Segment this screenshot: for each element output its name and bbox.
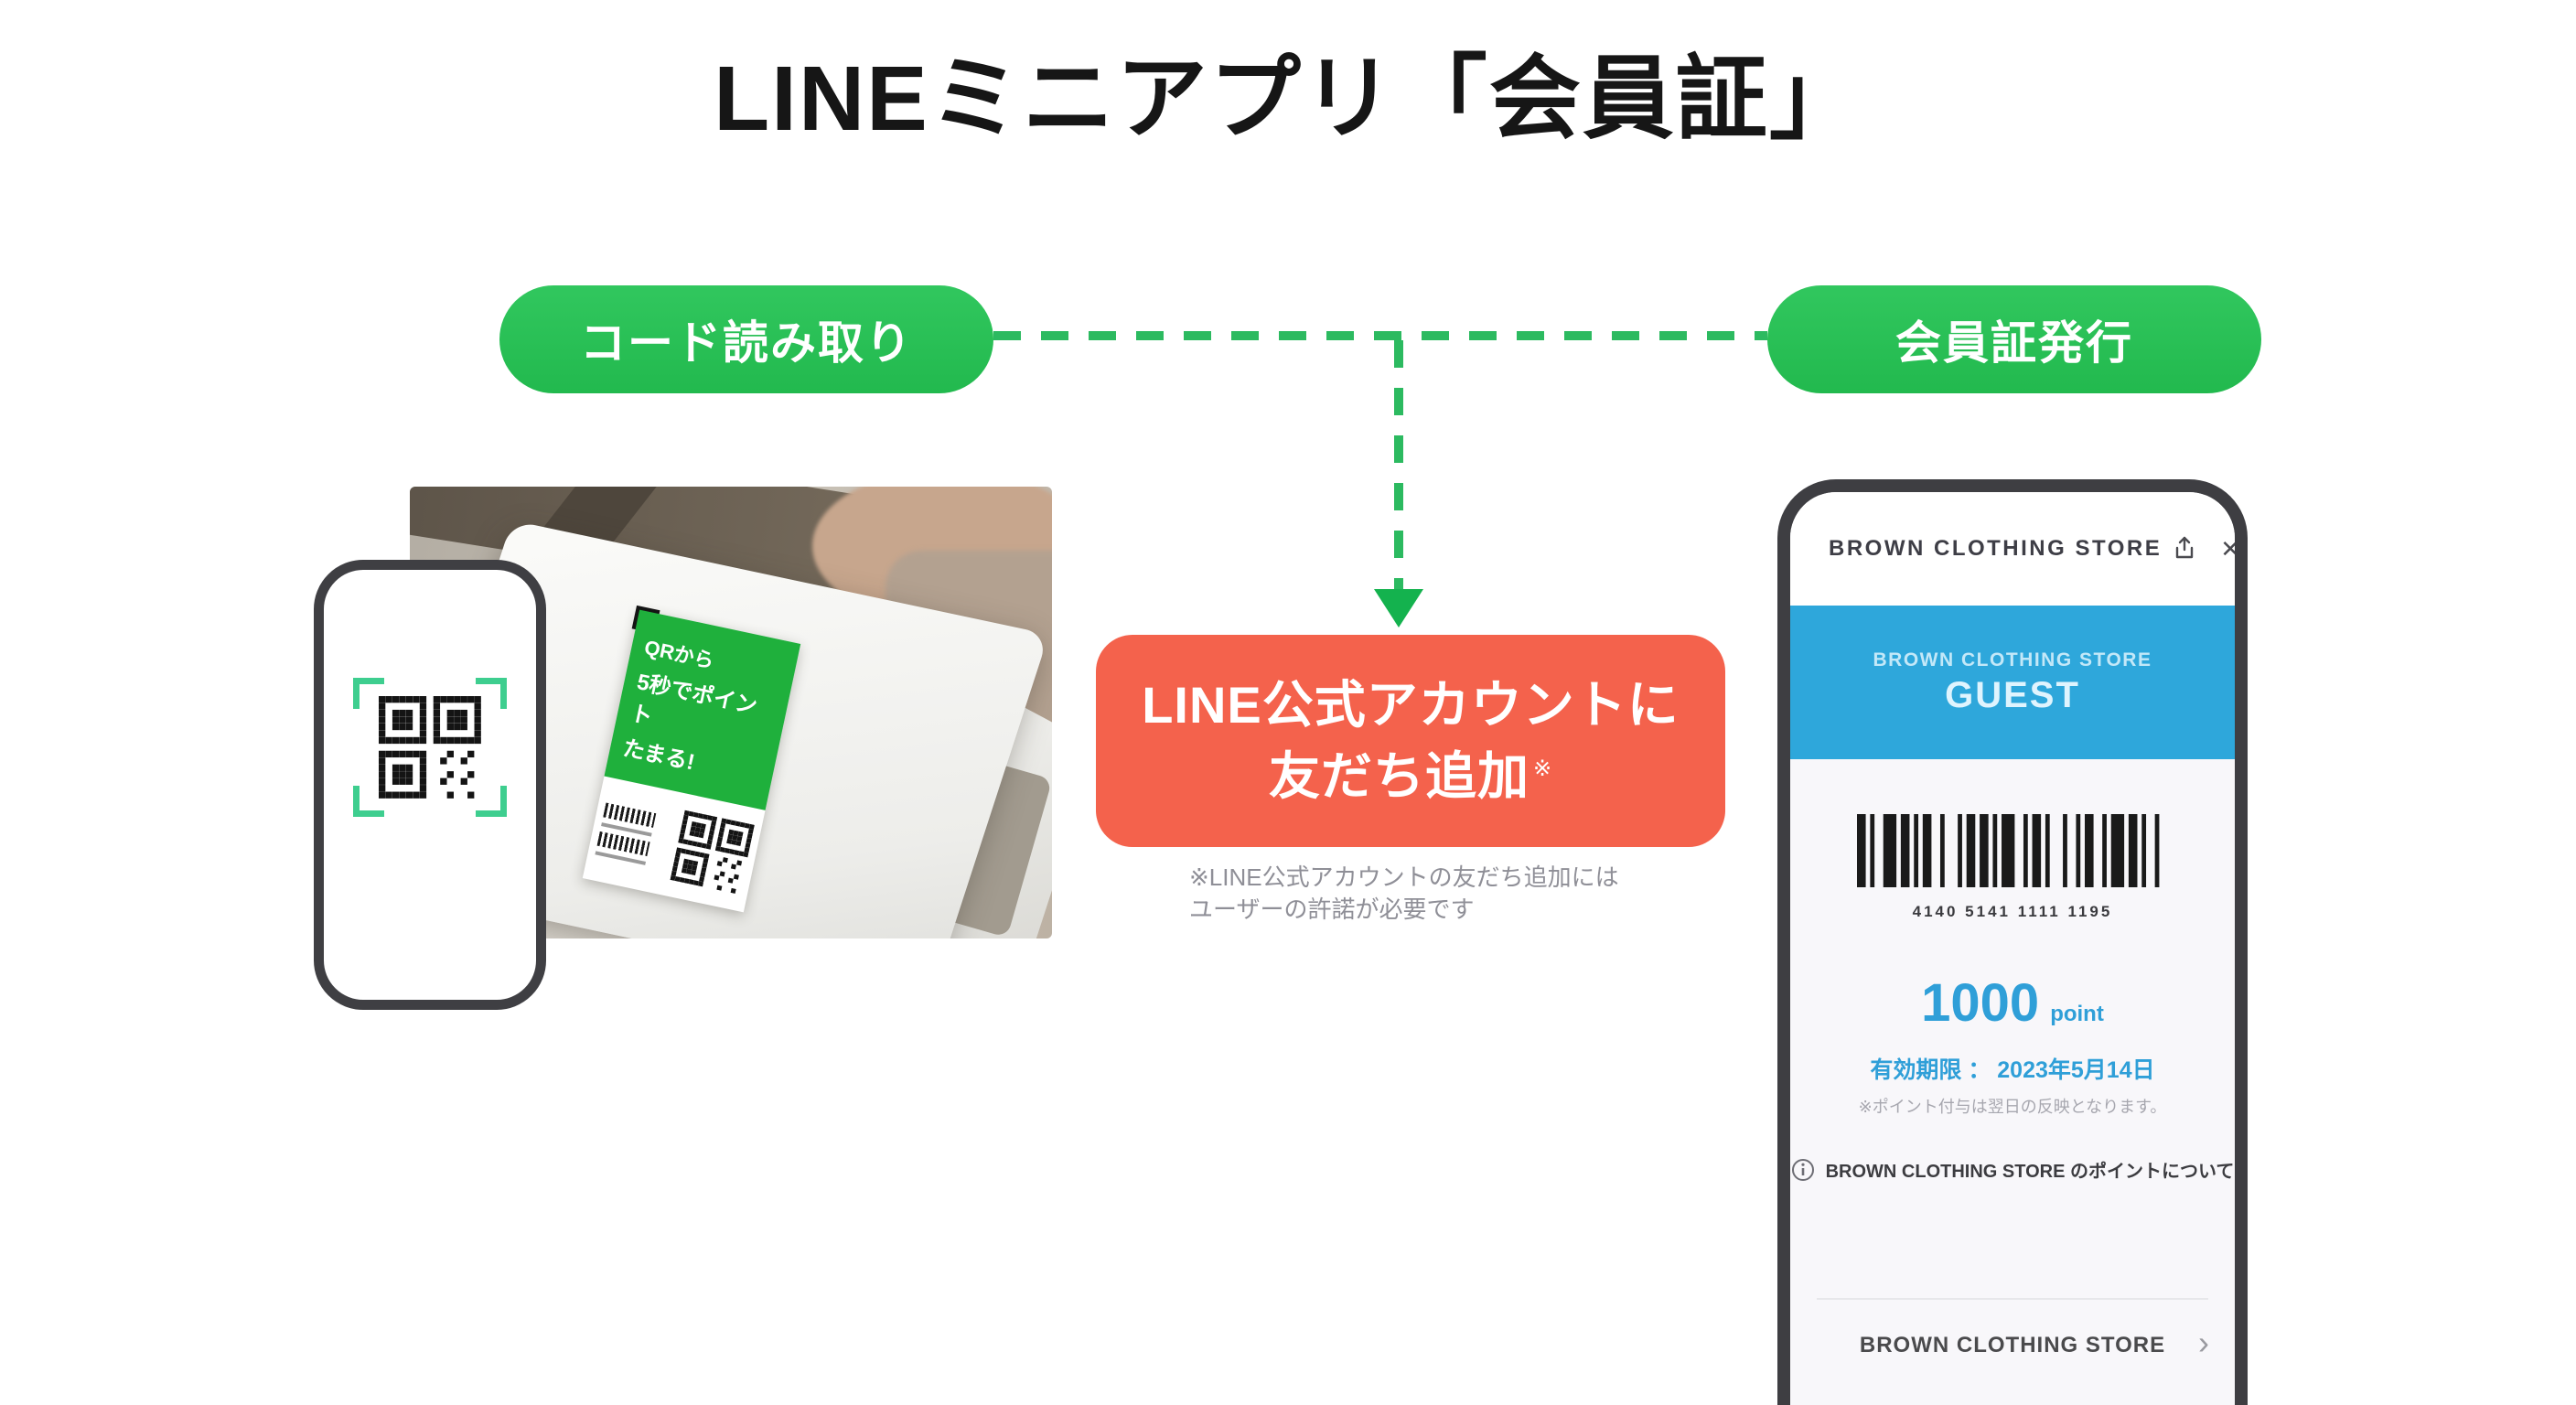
action-note-mark: ※ [1532, 756, 1553, 782]
sticker-mini-barcode [595, 802, 657, 865]
barcode-number: 4140 5141 1111 1195 [1912, 903, 2113, 920]
points-info-link[interactable]: BROWN CLOTHING STORE のポイントについて [1790, 1156, 2235, 1183]
info-icon [1791, 1158, 1814, 1181]
store-footer-label: BROWN CLOTHING STORE [1859, 1333, 2166, 1357]
qr-sticker: QRから 5秒でポイント たまる! [582, 605, 801, 913]
miniapp-header-icons: ✕ [2171, 535, 2241, 563]
page-title: LINEミニアプリ「会員証」 [714, 48, 1862, 150]
member-card-store: BROWN CLOTHING STORE [1873, 649, 2152, 670]
footnote-line2: ユーザーの許諾が必要です [1189, 896, 1475, 924]
flow-dashed-line-horizontal [993, 331, 1767, 340]
barcode-block: 4140 5141 1111 1195 [1790, 759, 2235, 921]
chevron-right-icon: › [2198, 1324, 2209, 1362]
sticker-green-panel: QRから 5秒でポイント たまる! [604, 609, 801, 810]
expiry-note: ※ポイント付与は翌日の反映となります。 [1858, 1098, 2167, 1116]
points-row: 1000 point [1790, 972, 2235, 1034]
scan-corner-icon [476, 678, 507, 709]
membership-phone: BROWN CLOTHING STORE ✕ BROWN CLOTHING ST… [1777, 479, 2248, 1405]
close-icon[interactable]: ✕ [2220, 535, 2241, 563]
flow-arrow-down-icon [1374, 589, 1423, 627]
footnote: ※LINE公式アカウントの友だち追加には ユーザーの許諾が必要です [1189, 862, 1619, 926]
qr-code [379, 696, 481, 799]
points-unit: point [2050, 1002, 2104, 1026]
step-pill-card-issue-label: 会員証発行 [1895, 317, 2133, 369]
miniapp-body: 4140 5141 1111 1195 1000 point 有効期限 ： 20… [1790, 759, 2235, 1405]
share-icon[interactable] [2171, 535, 2198, 563]
miniapp-title: BROWN CLOTHING STORE [1829, 536, 2163, 561]
scan-corner-icon [353, 786, 384, 817]
sticker-white-panel [583, 777, 766, 913]
scanner-phone [314, 560, 546, 1010]
barcode [1857, 814, 2160, 887]
store-footer-link[interactable]: BROWN CLOTHING STORE › [1790, 1326, 2235, 1359]
scan-frame [353, 678, 507, 817]
step-pill-card-issue: 会員証発行 [1767, 285, 2261, 393]
step-pill-code-scan: コード読み取り [499, 285, 993, 393]
action-box-add-friend: LINE公式アカウントに 友だち追加※ [1096, 635, 1725, 847]
scan-corner-icon [476, 786, 507, 817]
points-value: 1000 [1921, 973, 2040, 1033]
step-pill-code-scan-label: コード読み取り [580, 317, 913, 369]
flow-dashed-line-vertical [1394, 340, 1403, 593]
action-box-line2: 友だち追加※ [1268, 747, 1553, 805]
member-card-name: GUEST [1945, 674, 2080, 715]
divider [1817, 1298, 2208, 1300]
scan-corner-icon [353, 678, 384, 709]
miniapp-header: BROWN CLOTHING STORE ✕ [1790, 492, 2235, 606]
footnote-line1: ※LINE公式アカウントの友だち追加には [1189, 863, 1619, 891]
action-box-line1: LINE公式アカウントに [1142, 675, 1680, 734]
points-info-label: BROWN CLOTHING STORE のポイントについて [1825, 1162, 2235, 1182]
sticker-qr-code [670, 810, 755, 894]
member-card: BROWN CLOTHING STORE GUEST [1790, 606, 2235, 759]
expiry-text: 有効期限 ： 2023年5月14日 [1870, 1057, 2155, 1083]
